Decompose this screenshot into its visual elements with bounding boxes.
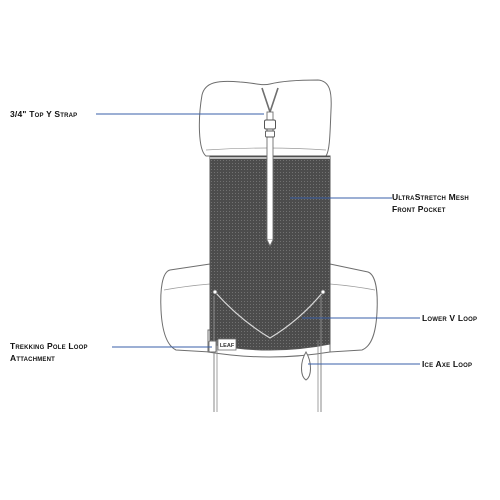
callout-top-y-strap: 3/4" Top Y Strap	[10, 108, 77, 120]
callout-top-y-strap-text: 3/4" Top Y Strap	[10, 109, 78, 119]
y-strap-buckle	[264, 119, 276, 130]
pack-top-collar	[198, 79, 332, 157]
y-strap-buckle-lower	[265, 130, 275, 138]
left-panel-seam	[163, 283, 211, 291]
y-strap-tip	[266, 239, 274, 248]
y-strap-left-arm	[261, 87, 271, 113]
trekking-pole-loop	[208, 340, 217, 353]
logo-text: LEAF	[220, 343, 235, 349]
lower-v-loop-cord	[214, 291, 324, 339]
left-side-panel	[160, 263, 211, 353]
callout-trekking-pole-line2: Attachment	[10, 353, 56, 363]
callout-trekking-pole: Trekking Pole Loop Attachment	[10, 340, 88, 364]
callout-front-pocket-line2: Front Pocket	[392, 204, 446, 214]
callout-front-pocket-line1: UltraStretch Mesh	[392, 192, 469, 202]
right-side-panel	[329, 263, 378, 353]
callout-lower-v-loop-text: Lower V Loop	[422, 313, 478, 323]
right-cord-anchor	[320, 289, 326, 295]
callout-front-pocket: UltraStretch Mesh Front Pocket	[392, 191, 469, 215]
ice-axe-loop	[301, 351, 311, 381]
left-cord-anchor	[212, 289, 218, 295]
callout-trekking-pole-line1: Trekking Pole Loop	[10, 341, 88, 351]
callout-lower-v-loop: Lower V Loop	[422, 312, 477, 324]
callout-ice-axe-loop: Ice Axe Loop	[422, 358, 472, 370]
right-panel-seam	[329, 283, 376, 291]
callout-ice-axe-loop-text: Ice Axe Loop	[422, 359, 473, 369]
y-strap-right-arm	[269, 87, 279, 113]
leaf-logo-patch: LEAF	[217, 338, 237, 351]
